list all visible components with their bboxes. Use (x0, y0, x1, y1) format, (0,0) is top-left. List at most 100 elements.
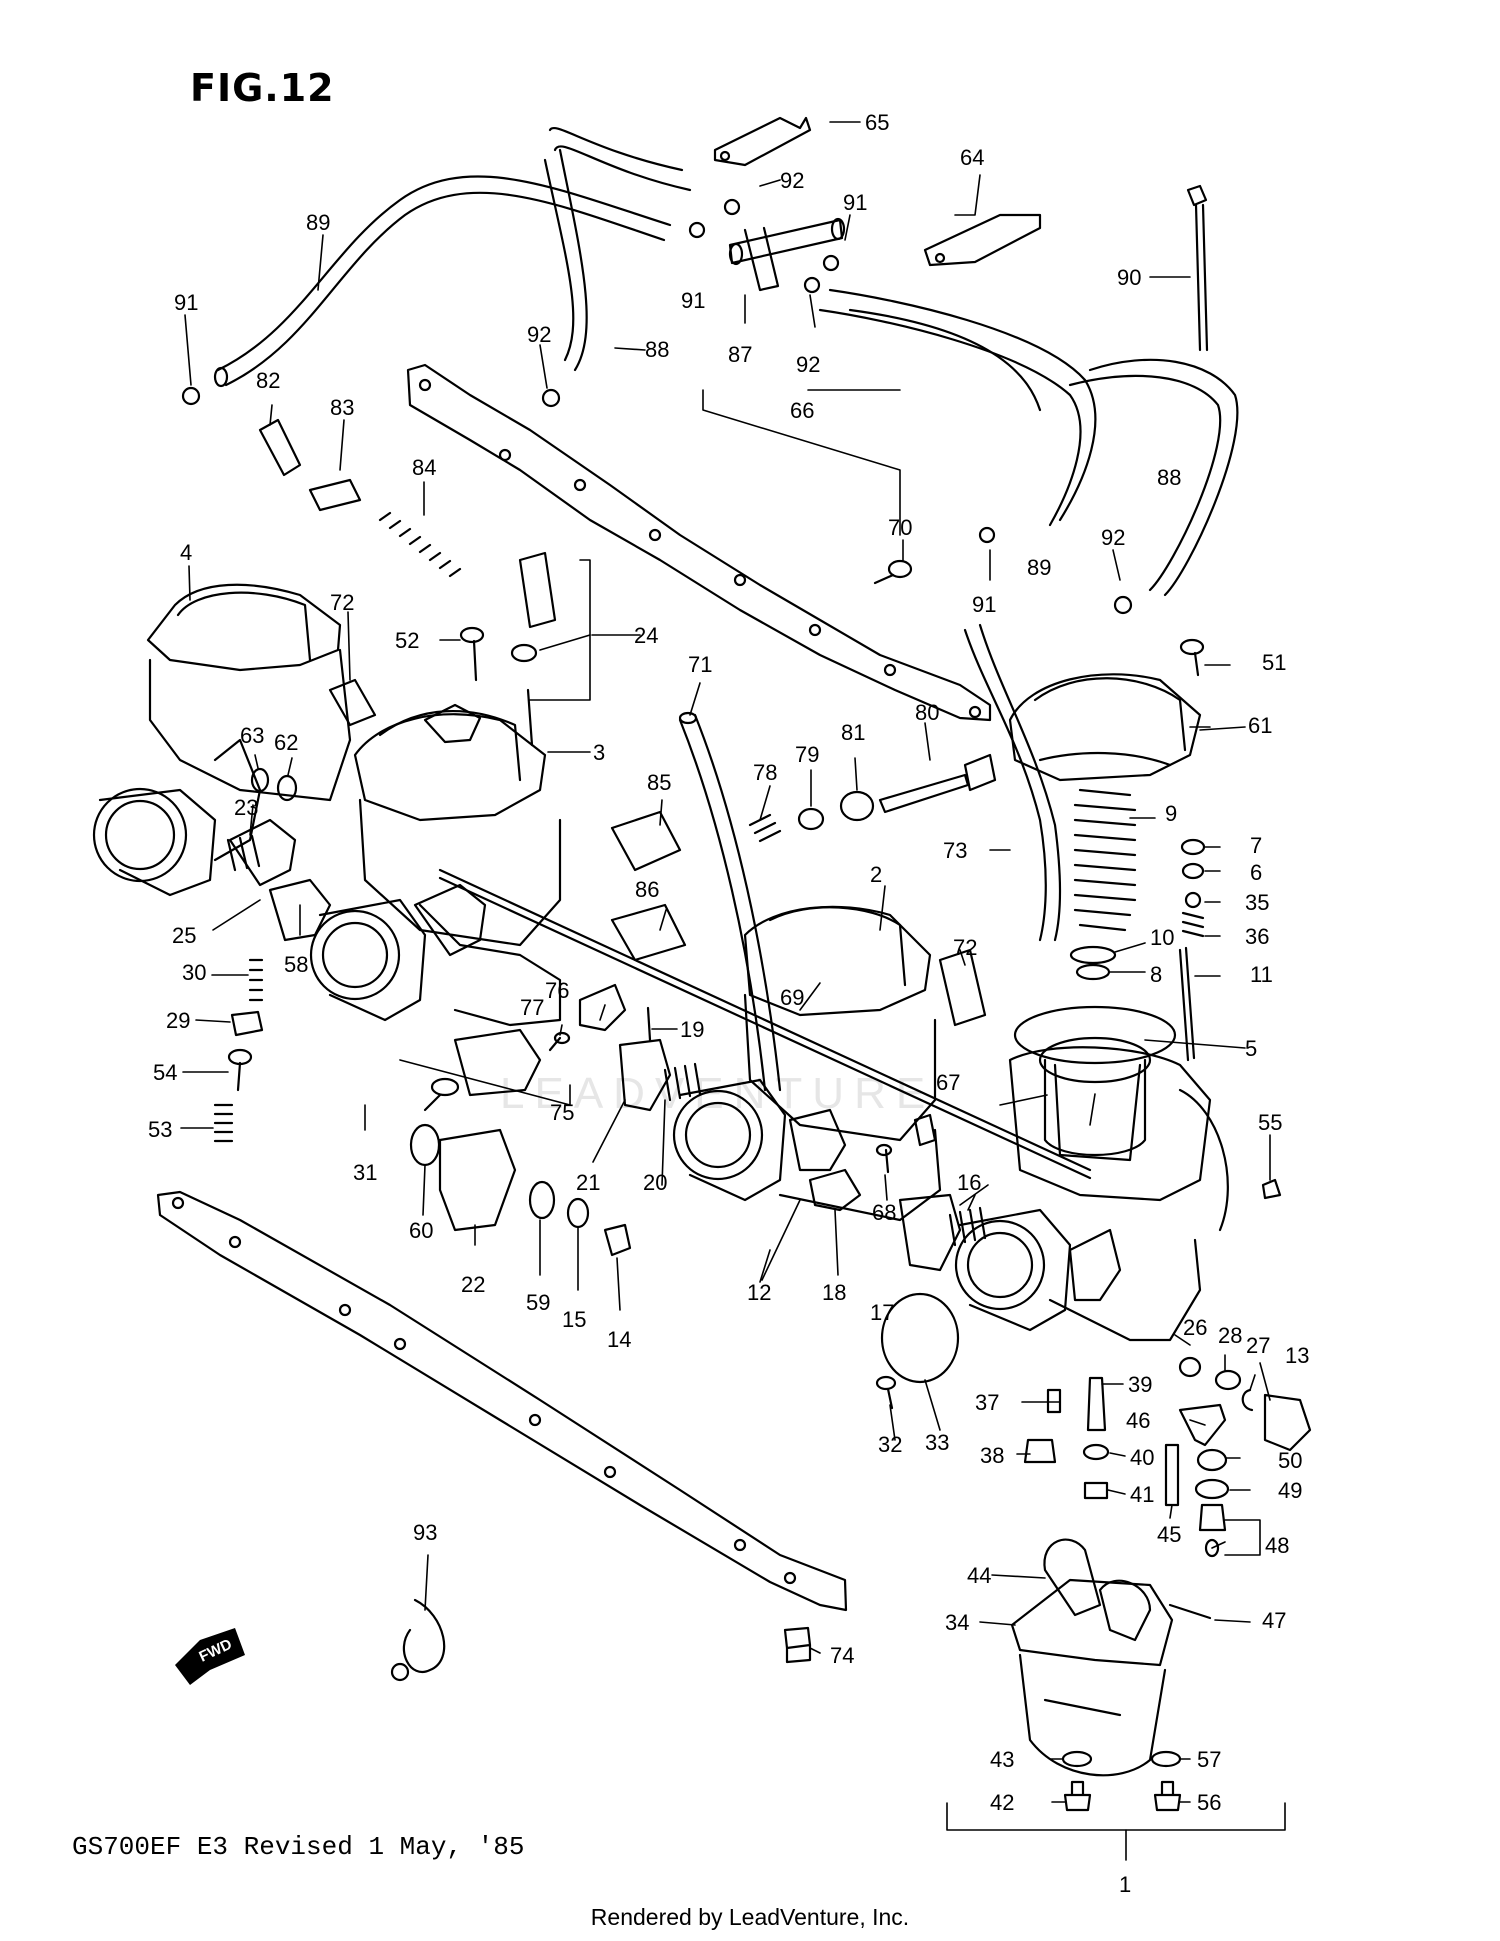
screw-70 (873, 559, 913, 585)
float-pin-47 (1168, 1603, 1212, 1620)
spacer-10 (1069, 945, 1117, 965)
vent-hose-71 (678, 711, 782, 1092)
part-label: 14 (607, 1327, 631, 1352)
part-label: 37 (975, 1390, 999, 1415)
part-label: 1 (1119, 1872, 1131, 1897)
needle-valve-48 (1198, 1503, 1227, 1558)
part-label: 87 (728, 342, 752, 367)
washer-15 (566, 1197, 590, 1229)
part-label: 65 (865, 110, 889, 135)
part-label: 35 (1245, 890, 1269, 915)
part-label: 79 (795, 742, 819, 767)
part-label: 86 (635, 877, 659, 902)
vent-hose-88-upper (543, 126, 692, 372)
part-label: 75 (550, 1100, 574, 1125)
part-label: 41 (1130, 1482, 1154, 1507)
part-label: 47 (1262, 1608, 1286, 1633)
washer-28 (1214, 1369, 1242, 1391)
screw-19 (646, 1006, 652, 1042)
part-label: 68 (872, 1200, 896, 1225)
part-label: 3 (593, 740, 605, 765)
leader-lines (180, 121, 1286, 1861)
nut-14 (603, 1223, 632, 1257)
part-label: 25 (172, 923, 196, 948)
part-label: 43 (990, 1747, 1014, 1772)
part-label: 56 (1197, 1790, 1221, 1815)
linkage-rod (438, 868, 1092, 1180)
jet-needle-11 (1178, 946, 1196, 1062)
part-label: 28 (1218, 1323, 1242, 1348)
spring-36 (1181, 911, 1205, 938)
part-label: 13 (1285, 1343, 1309, 1368)
part-label: 59 (526, 1290, 550, 1315)
spring-53 (213, 1103, 234, 1143)
part-label: 73 (943, 838, 967, 863)
collar-60 (409, 1123, 441, 1167)
screw-31 (423, 1077, 460, 1112)
cable-strap-90 (1186, 184, 1209, 352)
part-label: 60 (409, 1218, 433, 1243)
float-bowl-34 (1010, 1578, 1174, 1777)
vent-hose-89-right (818, 288, 1239, 597)
bracket-82 (258, 418, 302, 477)
washer-57 (1150, 1750, 1182, 1768)
clip-27 (1241, 1388, 1254, 1412)
part-label: 89 (1027, 555, 1051, 580)
washer-79 (797, 807, 825, 831)
float-44 (1043, 1538, 1152, 1642)
part-label: 15 (562, 1307, 586, 1332)
part-label: 62 (274, 730, 298, 755)
part-label: 71 (688, 652, 712, 677)
washer-26 (1178, 1356, 1202, 1378)
carburetor-2 (672, 905, 942, 1222)
part-label: 52 (395, 628, 419, 653)
part-label: 4 (180, 540, 192, 565)
jet-39 (1086, 1376, 1107, 1432)
mounting-plate-lower (156, 1190, 848, 1612)
bolt-74 (783, 1626, 812, 1664)
washer-43 (1061, 1750, 1093, 1768)
part-label: 69 (780, 985, 804, 1010)
carburetor-1 (954, 673, 1229, 1342)
part-label: 8 (1150, 962, 1162, 987)
part-label: 91 (174, 290, 198, 315)
figure-title: FIG.12 (190, 66, 335, 110)
part-label: 85 (647, 770, 671, 795)
part-label: 64 (960, 145, 984, 170)
part-label: 67 (936, 1070, 960, 1095)
model-revision-line: GS700EF E3 Revised 1 May, '85 (72, 1832, 525, 1862)
washer-7 (1180, 838, 1206, 856)
hose-clamp-92-a (541, 388, 561, 408)
part-label: 51 (1262, 650, 1286, 675)
part-label: 83 (330, 395, 354, 420)
part-label: 40 (1130, 1445, 1154, 1470)
part-label: 84 (412, 455, 436, 480)
part-label: 23 (234, 795, 258, 820)
part-label: 34 (945, 1610, 969, 1635)
carburetor-4 (92, 583, 352, 897)
part-label: 82 (256, 368, 280, 393)
part-label: 21 (576, 1170, 600, 1195)
part-label: 76 (545, 978, 569, 1003)
diaphragm-piston-5 (1013, 1005, 1177, 1156)
part-label: 92 (780, 168, 804, 193)
spacer-24 (510, 551, 557, 747)
part-label: 45 (1157, 1522, 1181, 1547)
washer-35 (1184, 891, 1202, 909)
part-label: 92 (1101, 525, 1125, 550)
hose-72-right (938, 948, 987, 1027)
part-label: 26 (1183, 1315, 1207, 1340)
bracket-58 (268, 878, 332, 942)
part-label: 89 (306, 210, 330, 235)
washer-62 (276, 774, 298, 802)
part-label: 50 (1278, 1448, 1302, 1473)
screw-56 (1153, 1780, 1182, 1812)
part-label: 42 (990, 1790, 1014, 1815)
strap-93 (390, 1598, 446, 1682)
bracket-65 (713, 116, 812, 167)
part-label: 90 (1117, 265, 1141, 290)
vent-fitting-55 (1261, 1178, 1282, 1200)
hose-clamp-91-left (181, 386, 201, 406)
fitting-86 (610, 903, 687, 962)
part-label: 27 (1246, 1333, 1270, 1358)
